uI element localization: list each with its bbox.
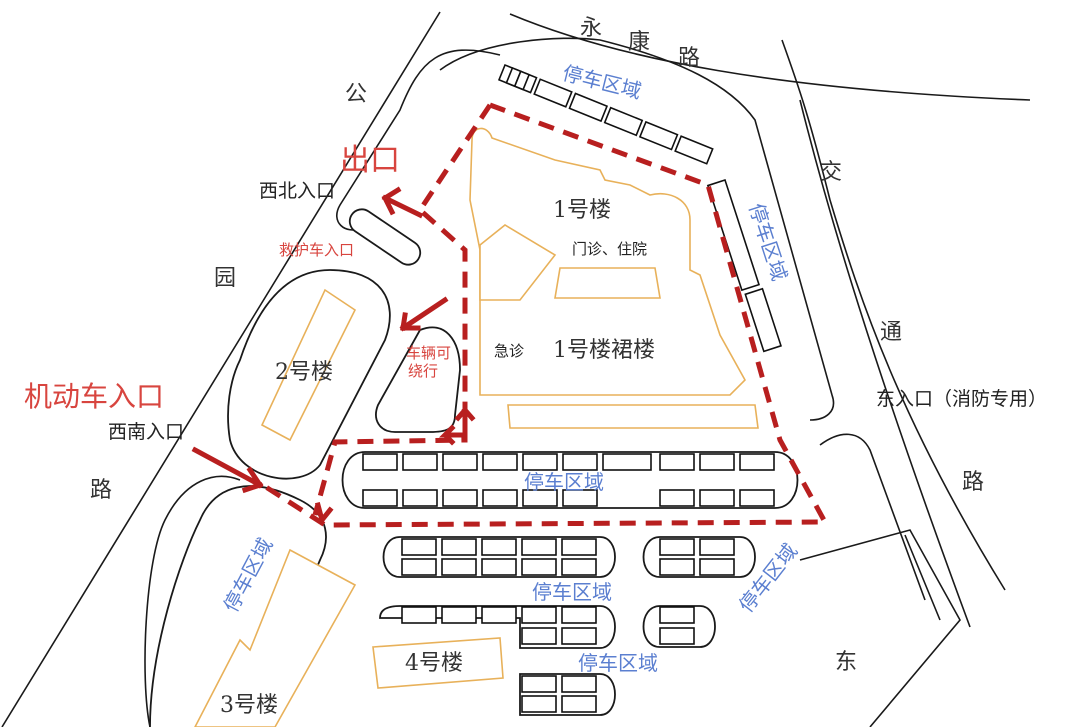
road-name-north-2: 康	[628, 30, 651, 55]
building-1-label: 1号楼	[553, 198, 611, 223]
road-name-east-1: 交	[820, 160, 843, 185]
road-name-west-2: 园	[214, 266, 237, 291]
west-road	[1, 11, 501, 727]
building-2	[260, 288, 357, 442]
road-name-west-3: 路	[90, 478, 113, 503]
center-parking-slots	[362, 453, 775, 507]
building-1-base	[507, 404, 759, 429]
northwest-entrance-label: 西北入口	[259, 180, 336, 202]
road-name-east-2: 通	[880, 320, 903, 345]
parking-label-south-1: 停车区域	[532, 580, 612, 604]
building-1-podium-label: 1号楼裙楼	[553, 338, 655, 363]
north-road	[439, 13, 1031, 421]
small-island	[348, 208, 422, 266]
loop-label-2: 绕行	[408, 362, 439, 380]
north-parking-slots	[497, 63, 714, 165]
parking-label-center: 停车区域	[524, 470, 604, 494]
motor-vehicle-entrance-label: 机动车入口	[24, 380, 165, 413]
parking-label-south-2: 停车区域	[578, 651, 658, 675]
south-parking-slots	[379, 536, 756, 716]
building-1-west	[479, 224, 557, 301]
road-name-west-1: 公	[345, 82, 368, 107]
ambulance-entrance-label: 救护车入口	[279, 241, 355, 259]
building-4-label: 4号楼	[405, 651, 463, 676]
east-entrance-label: 东入口（消防专用）	[876, 388, 1048, 410]
loop-label-1: 车辆可	[406, 344, 452, 362]
east-road	[781, 39, 1006, 727]
road-name-east-3: 路	[962, 470, 985, 495]
traffic-route	[191, 102, 830, 528]
southwest-entrance-label: 西南入口	[108, 421, 185, 443]
building-1-sub-label: 门诊、住院	[572, 240, 648, 258]
road-name-north-1: 永	[580, 16, 603, 41]
road-name-southeast: 东	[835, 650, 858, 675]
building-3-label: 3号楼	[220, 693, 278, 718]
east-parking-slots	[706, 178, 782, 353]
building-1	[469, 127, 746, 396]
building-2-label: 2号楼	[275, 360, 333, 385]
building-3	[194, 548, 357, 727]
building-4	[372, 637, 504, 689]
emergency-label: 急诊	[494, 342, 525, 360]
building-1-inner	[554, 267, 661, 299]
road-name-north-3: 路	[678, 46, 701, 71]
exit-label: 出口	[340, 143, 400, 178]
